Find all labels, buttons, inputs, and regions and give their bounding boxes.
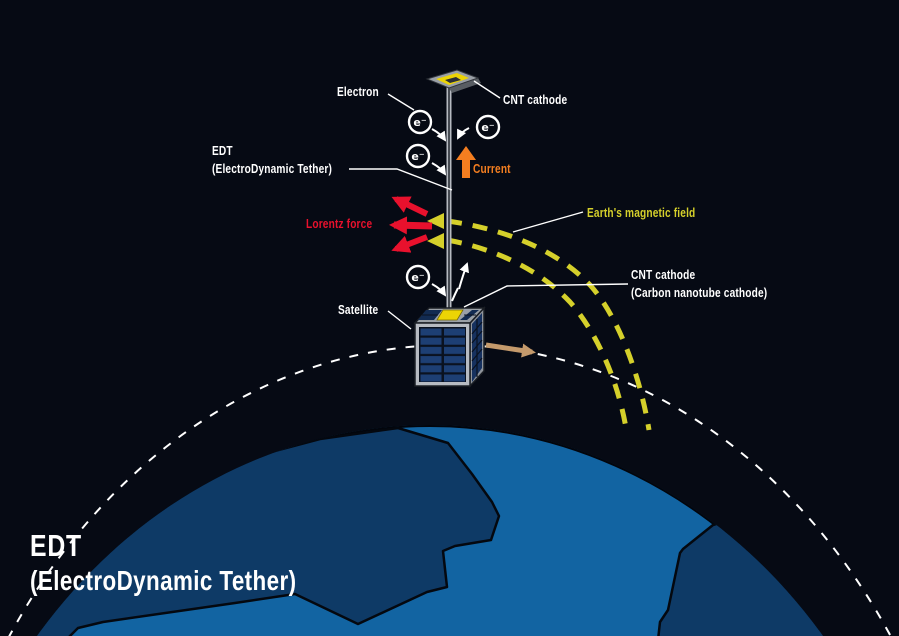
velocity-arrow bbox=[485, 342, 536, 358]
diagram-title: EDT (ElectroDynamic Tether) bbox=[30, 528, 296, 598]
lorentz-arrow-lower bbox=[391, 234, 429, 253]
electron-symbol-3: e⁻ bbox=[411, 150, 424, 163]
plate-slot bbox=[445, 77, 461, 83]
electron-pointer-line bbox=[387, 93, 415, 111]
magnetic-field-line-inner bbox=[446, 237, 629, 429]
electron-flow-arrows bbox=[431, 127, 470, 302]
cnt-cathode-satellite-label-line2: (Carbon nanotube cathode) bbox=[631, 285, 768, 300]
cnt-cathode-plate bbox=[425, 69, 481, 93]
satellite-label: Satellite bbox=[338, 302, 379, 317]
electron-arrow-3 bbox=[431, 162, 447, 176]
current-arrow-shaft bbox=[462, 159, 470, 178]
field-arrowhead-lower bbox=[427, 233, 444, 249]
cnt-cathode-satellite-label: CNT cathode (Carbon nanotube cathode) bbox=[631, 266, 767, 302]
electron-icon-4 bbox=[405, 264, 431, 290]
electron-label: Electron bbox=[337, 84, 379, 99]
satellite-pointer-line bbox=[387, 310, 412, 330]
electron-arrow-2 bbox=[457, 127, 470, 140]
electron-icon-2 bbox=[475, 114, 501, 140]
plate-edge bbox=[449, 78, 481, 93]
emission-arc-1 bbox=[458, 262, 469, 290]
satellite-cathode-pad bbox=[436, 309, 464, 321]
electron-icon-1 bbox=[407, 109, 433, 135]
satellite-side-grid bbox=[471, 319, 483, 377]
field-arrowhead-upper bbox=[427, 213, 444, 229]
cnt-cathode-top-label: CNT cathode bbox=[503, 92, 568, 107]
emission-arc-2 bbox=[451, 287, 459, 302]
electron-symbol-1: e⁻ bbox=[413, 116, 426, 129]
pointer-lines bbox=[349, 80, 629, 330]
lorentz-arrow-middle bbox=[389, 216, 433, 235]
electron-symbol-4: e⁻ bbox=[411, 271, 424, 284]
electron-symbol-2: e⁻ bbox=[481, 121, 494, 134]
lorentz-arrows bbox=[389, 196, 433, 253]
magnetic-field-label: Earth's magnetic field bbox=[587, 205, 696, 220]
edt-label: EDT (ElectroDynamic Tether) bbox=[212, 142, 332, 178]
title-line1: EDT bbox=[30, 528, 82, 563]
cnt-cathode-satellite-label-line1: CNT cathode bbox=[631, 267, 696, 282]
current-arrow bbox=[456, 146, 476, 178]
electron-arrow-1 bbox=[431, 128, 447, 142]
title-line2: (ElectroDynamic Tether) bbox=[30, 565, 297, 596]
edt-pointer-line bbox=[349, 168, 453, 191]
cnt-cathode-top-pointer-line bbox=[473, 80, 501, 99]
field-pointer-line bbox=[512, 211, 584, 233]
edt-label-line2: (ElectroDynamic Tether) bbox=[212, 161, 333, 176]
satellite-body bbox=[413, 306, 486, 388]
current-label: Current bbox=[473, 161, 511, 176]
electron-arrow-4 bbox=[431, 283, 447, 297]
lorentz-arrow-upper bbox=[391, 196, 429, 217]
cnt-cathode-sat-pointer-line bbox=[463, 283, 629, 308]
electrons: e⁻ e⁻ e⁻ e⁻ bbox=[405, 109, 501, 290]
current-arrowhead bbox=[456, 146, 476, 160]
electron-icon-3 bbox=[405, 143, 431, 169]
satellite-front-panel-cells bbox=[419, 327, 466, 382]
lorentz-force-label: Lorentz force bbox=[306, 216, 373, 231]
edt-label-line1: EDT bbox=[212, 143, 233, 158]
